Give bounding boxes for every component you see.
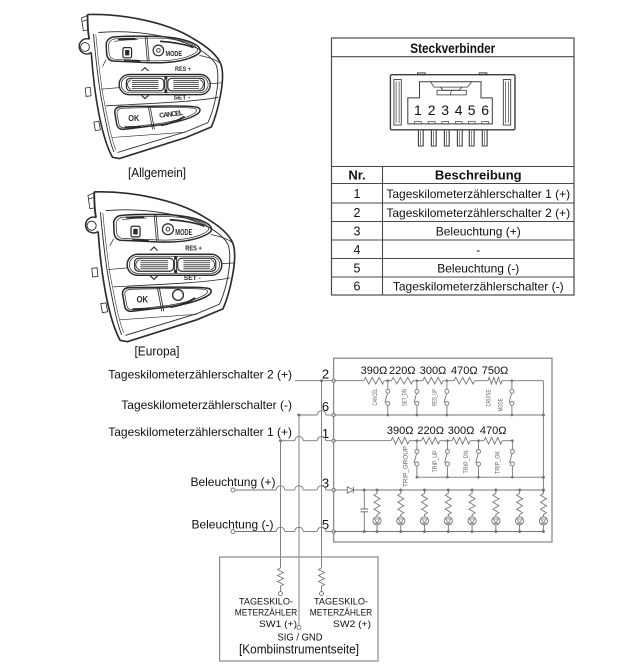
svg-text:390Ω: 390Ω — [361, 365, 388, 377]
svg-text:390Ω: 390Ω — [387, 425, 414, 437]
svg-text:3: 3 — [354, 224, 361, 238]
svg-text:6: 6 — [481, 102, 489, 118]
svg-text:5: 5 — [468, 102, 476, 118]
svg-text:SIG / GND: SIG / GND — [278, 632, 323, 643]
svg-text:Nr.: Nr. — [348, 168, 365, 183]
svg-text:Steckverbinder: Steckverbinder — [410, 41, 496, 56]
svg-text:OK: OK — [128, 113, 140, 123]
svg-text:MODE: MODE — [166, 49, 183, 58]
svg-text:TRIP_UP: TRIP_UP — [432, 451, 439, 473]
svg-text:300Ω: 300Ω — [448, 425, 475, 437]
svg-text:2: 2 — [428, 102, 436, 118]
svg-text:MODE: MODE — [175, 228, 192, 237]
svg-text:6: 6 — [354, 280, 361, 294]
svg-text:300Ω: 300Ω — [420, 365, 447, 377]
svg-text:TAGESKILO-: TAGESKILO- — [314, 596, 368, 607]
svg-text:-: - — [476, 243, 480, 257]
svg-text:Tageskilometerzählerschalter (: Tageskilometerzählerschalter (-) — [121, 398, 292, 412]
svg-text:RES +: RES + — [175, 66, 191, 73]
svg-text:220Ω: 220Ω — [417, 425, 444, 437]
svg-text:470Ω: 470Ω — [451, 365, 478, 377]
svg-text:Tageskilometerzählerschalter (: Tageskilometerzählerschalter (-) — [393, 280, 564, 294]
svg-text:470Ω: 470Ω — [480, 425, 507, 437]
svg-text:6: 6 — [322, 399, 329, 414]
svg-text:RES_UP: RES_UP — [432, 389, 439, 406]
svg-text:Beleuchtung (-): Beleuchtung (-) — [437, 261, 519, 275]
svg-text:Tageskilometerzählerschalter 1: Tageskilometerzählerschalter 1 (+) — [108, 425, 292, 439]
svg-text:RES +: RES + — [185, 245, 202, 252]
svg-text:Beleuchtung (-): Beleuchtung (-) — [191, 517, 273, 531]
svg-text:CRUISE: CRUISE — [486, 389, 493, 406]
svg-text:4: 4 — [354, 243, 361, 257]
svg-text:TRIP_OK: TRIP_OK — [495, 450, 502, 474]
svg-text:2: 2 — [322, 366, 329, 381]
svg-text:Tageskilometerzählerschalter 1: Tageskilometerzählerschalter 1 (+) — [386, 187, 570, 201]
svg-text:METERZÄHLER: METERZÄHLER — [310, 608, 373, 619]
svg-text:METERZÄHLER: METERZÄHLER — [235, 608, 298, 619]
svg-text:5: 5 — [354, 261, 361, 275]
svg-text:[Allgemein]: [Allgemein] — [128, 165, 186, 180]
svg-text:3: 3 — [322, 475, 329, 490]
svg-text:TRIP_DN: TRIP_DN — [463, 450, 470, 473]
svg-text:1: 1 — [354, 187, 361, 201]
svg-text:Beschreibung: Beschreibung — [435, 168, 522, 183]
svg-text:TRIP_GROUP: TRIP_GROUP — [403, 446, 410, 487]
svg-text:CANCEL: CANCEL — [159, 110, 184, 120]
svg-text:1: 1 — [322, 426, 329, 441]
svg-text:3: 3 — [441, 102, 449, 118]
svg-text:Beleuchtung (+): Beleuchtung (+) — [190, 475, 275, 489]
svg-text:SET -: SET - — [184, 275, 201, 282]
svg-text:220Ω: 220Ω — [389, 365, 416, 377]
svg-text:750Ω: 750Ω — [482, 365, 509, 377]
svg-text:1: 1 — [414, 102, 422, 118]
svg-text:TAGESKILO-: TAGESKILO- — [239, 596, 293, 607]
svg-text:SW1 (+): SW1 (+) — [259, 619, 297, 630]
svg-text:SET_DN: SET_DN — [401, 389, 408, 406]
svg-text:[Kombiinstrumentseite]: [Kombiinstrumentseite] — [239, 641, 359, 656]
svg-text:4: 4 — [455, 102, 463, 118]
svg-text:Tageskilometerzählerschalter 2: Tageskilometerzählerschalter 2 (+) — [386, 206, 570, 220]
svg-text:SW2 (+): SW2 (+) — [333, 619, 371, 630]
svg-text:2: 2 — [354, 206, 361, 220]
svg-text:Beleuchtung (+): Beleuchtung (+) — [436, 224, 521, 238]
svg-text:[Europa]: [Europa] — [135, 344, 180, 359]
svg-text:CANCEL: CANCEL — [372, 388, 379, 405]
svg-text:OK: OK — [137, 294, 149, 304]
svg-text:5: 5 — [322, 517, 329, 532]
svg-text:SET -: SET - — [174, 94, 191, 101]
svg-text:Tageskilometerzählerschalter 2: Tageskilometerzählerschalter 2 (+) — [108, 367, 292, 381]
svg-text:MODE: MODE — [498, 398, 505, 411]
